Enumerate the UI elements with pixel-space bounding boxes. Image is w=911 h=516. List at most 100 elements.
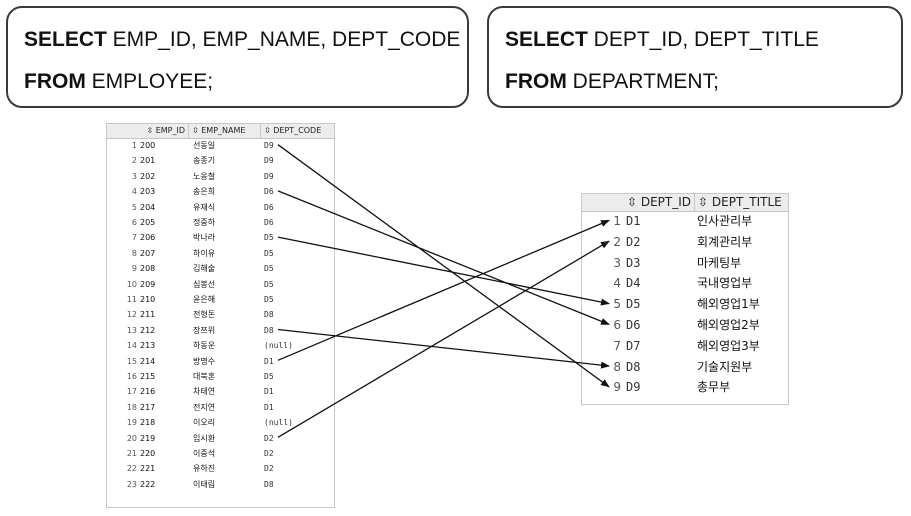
cell-dept-code: D2: [264, 449, 274, 458]
cell-emp-name: 대북혼: [193, 372, 216, 381]
cell-dept-code: D2: [264, 433, 274, 443]
from-table: DEPARTMENT;: [566, 70, 719, 93]
row-number: 4: [613, 276, 621, 291]
select-columns: DEPT_ID, DEPT_TITLE: [587, 28, 819, 51]
cell-dept-code: D1: [264, 402, 274, 412]
sort-icon[interactable]: ⇳: [626, 195, 637, 209]
cell-emp-id: 222: [140, 479, 156, 489]
cell-emp-name: 유하진: [193, 464, 216, 474]
cell-dept-id: D6: [626, 318, 641, 332]
cell-emp-id: 202: [140, 171, 156, 181]
cell-emp-name: 이중석: [193, 449, 216, 458]
row-number: 7: [131, 233, 137, 243]
cell-emp-name: 유재식: [193, 202, 216, 212]
sort-icon[interactable]: ⇳: [698, 195, 709, 209]
cell-emp-name: 전지연: [193, 402, 216, 412]
cell-dept-code: D1: [264, 356, 274, 366]
cell-dept-code: (null): [264, 341, 293, 351]
column-label: EMP_NAME: [201, 126, 246, 135]
column-header-dept-code[interactable]: ⇳ DEPT_CODE: [261, 124, 334, 138]
cell-emp-name: 송종기: [193, 156, 216, 166]
column-header-dept-title[interactable]: ⇳ DEPT_TITLE: [695, 194, 788, 211]
cell-dept-title: 국내영업부: [697, 276, 753, 291]
cell-emp-id: 207: [140, 248, 156, 258]
sort-icon[interactable]: ⇳: [264, 126, 271, 135]
cell-dept-title: 인사관리부: [697, 214, 753, 228]
cell-dept-code: D5: [264, 372, 274, 381]
cell-dept-title: 기술지원부: [697, 359, 753, 374]
cell-dept-code: D2: [264, 464, 274, 474]
cell-emp-name: 하동운: [193, 341, 216, 351]
row-number: 10: [126, 279, 137, 289]
column-header-emp-id[interactable]: ⇳ EMP_ID: [107, 124, 189, 138]
cell-emp-id: 221: [140, 464, 156, 474]
row-number: 13: [126, 325, 137, 335]
join-arrow: [277, 236, 610, 306]
cell-emp-id: 216: [140, 387, 156, 397]
join-arrow: [277, 190, 610, 326]
department-grid-header: ⇳ DEPT_ID ⇳ DEPT_TITLE: [582, 194, 788, 212]
cell-dept-code: D8: [264, 325, 274, 335]
row-number: 6: [613, 318, 621, 332]
sort-icon[interactable]: ⇳: [192, 126, 199, 135]
cell-dept-code: D6: [264, 218, 274, 227]
column-header-emp-name[interactable]: ⇳ EMP_NAME: [189, 124, 261, 138]
query-box-employee: SELECT EMP_ID, EMP_NAME, DEPT_CODE FROM …: [6, 6, 469, 108]
keyword-select: SELECT: [505, 28, 588, 51]
select-columns: EMP_ID, EMP_NAME, DEPT_CODE: [106, 28, 461, 51]
cell-emp-id: 200: [140, 141, 156, 150]
cell-dept-title: 마케팅부: [697, 255, 742, 270]
row-number: 15: [126, 356, 137, 366]
cell-emp-name: 윤은해: [193, 295, 216, 304]
row-number: 7: [613, 338, 621, 353]
cell-emp-name: 방명수: [193, 356, 216, 366]
cell-emp-id: 211: [140, 310, 156, 320]
cell-emp-name: 임시환: [193, 433, 216, 443]
column-label: DEPT_ID: [640, 195, 691, 209]
row-number: 12: [126, 310, 137, 320]
cell-dept-code: D5: [264, 233, 274, 243]
cell-dept-code: D5: [264, 264, 274, 274]
cell-emp-name: 차태연: [193, 387, 216, 397]
cell-dept-id: D3: [626, 255, 641, 270]
column-header-dept-id[interactable]: ⇳ DEPT_ID: [582, 194, 695, 211]
row-number: 3: [131, 171, 137, 181]
query-line-from: FROM DEPARTMENT;: [505, 70, 719, 94]
sort-icon[interactable]: ⇳: [146, 126, 154, 135]
row-number: 17: [126, 387, 137, 397]
